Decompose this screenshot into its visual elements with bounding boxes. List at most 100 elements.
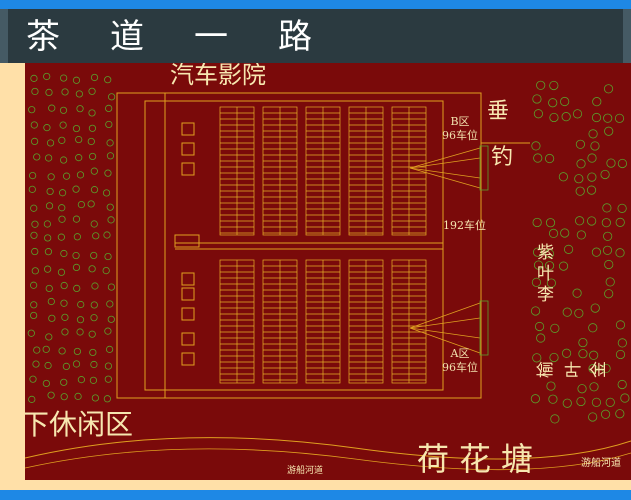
tree-symbol: [44, 265, 52, 273]
tree-symbol: [57, 233, 65, 241]
tree-symbol: [601, 218, 611, 228]
zone-a-capacity: 96车位: [442, 361, 478, 374]
tree-symbol: [590, 141, 600, 151]
tree-symbol: [562, 398, 572, 408]
tree-symbol: [43, 124, 51, 132]
tree-symbol: [560, 96, 570, 107]
tree-symbol: [72, 76, 81, 84]
tree-symbol: [33, 153, 41, 161]
fishing-char-2: 钓: [491, 145, 514, 170]
kiosk-box: [181, 287, 195, 301]
tree-symbol: [48, 104, 56, 112]
site-plan-canvas[interactable]: 汽车影院 B区 96车位 192车位 A区 96车位 垂 钓 紫 叶 李 金 叶…: [25, 63, 631, 480]
road-char: 茶: [26, 17, 110, 57]
tree-symbol: [601, 363, 611, 374]
tree-symbol: [76, 316, 85, 324]
tree-symbol: [88, 265, 96, 273]
tree-symbol: [88, 330, 96, 338]
tree-symbol: [30, 301, 38, 309]
bamboo-label-char-3: 榆: [536, 361, 556, 378]
tree-symbol: [572, 288, 582, 298]
tree-symbol: [74, 392, 82, 400]
tree-symbol: [90, 167, 98, 175]
tree-symbol: [544, 153, 555, 164]
tree-symbol: [549, 352, 559, 363]
tree-symbol: [107, 283, 116, 291]
tree-symbol: [30, 74, 38, 82]
tree-symbol: [59, 189, 67, 197]
tree-symbol: [45, 202, 54, 210]
pond-label: 荷花塘: [417, 440, 544, 478]
tree-symbol: [536, 333, 546, 343]
tree-symbol: [615, 248, 625, 258]
tree-symbol: [30, 121, 38, 129]
tree-symbol: [30, 204, 38, 212]
tree-symbol: [30, 281, 38, 289]
tree-symbol: [546, 381, 556, 391]
kiosk-box: [181, 332, 195, 346]
tree-symbol: [106, 203, 114, 211]
tree-symbol: [107, 315, 115, 323]
tree-symbol: [591, 397, 602, 407]
tree-symbol: [76, 328, 84, 336]
tree-label-char-2: 叶: [537, 264, 554, 284]
tree-symbol: [87, 137, 95, 146]
canvas-bottom-margin: [25, 480, 631, 490]
tree-symbol: [532, 94, 542, 104]
tree-symbol: [46, 139, 55, 147]
tree-symbol: [548, 394, 558, 404]
parking-grid: [219, 106, 427, 384]
tree-symbol: [577, 384, 587, 394]
tree-symbol: [590, 303, 600, 313]
tree-symbol: [604, 259, 614, 270]
tree-symbol: [75, 90, 83, 98]
tree-symbol: [561, 112, 571, 122]
bamboo-label-char-1: 金: [589, 361, 609, 378]
tree-symbols-right: [530, 80, 630, 424]
entrance-box: [174, 234, 200, 248]
service-kiosks: [174, 122, 200, 366]
tree-symbol: [61, 328, 69, 336]
tree-symbol: [530, 306, 541, 316]
fishing-char-1: 垂: [487, 99, 510, 124]
tree-symbol: [72, 215, 81, 223]
tree-symbol: [58, 204, 66, 212]
tree-symbol: [578, 349, 588, 359]
tree-symbol: [77, 376, 86, 384]
zone-b-name: B区: [450, 115, 470, 128]
total-capacity-label: 192车位: [443, 219, 486, 232]
tree-symbol: [574, 174, 584, 184]
tree-symbol: [31, 267, 39, 275]
site-boundary: [116, 92, 530, 399]
road-label: 茶道一路: [26, 9, 623, 58]
tree-symbol: [605, 277, 615, 287]
tree-symbol: [104, 252, 112, 261]
tree-symbol: [104, 375, 112, 383]
tree-symbol: [33, 346, 41, 354]
tree-symbol: [72, 124, 81, 133]
tree-symbol: [59, 106, 68, 114]
tree-symbol: [31, 137, 39, 146]
tree-symbol: [603, 84, 614, 94]
tree-symbol: [75, 135, 83, 144]
pond-edge: [25, 437, 631, 460]
tree-symbol: [600, 409, 611, 419]
tree-symbol: [58, 347, 66, 355]
tree-symbol: [544, 261, 555, 271]
tree-symbol: [534, 321, 545, 332]
tree-symbol: [106, 300, 114, 308]
tree-symbol: [550, 323, 560, 333]
tree-symbol: [76, 171, 85, 179]
tree-symbol: [90, 186, 99, 194]
tree-label-char-1: 紫: [537, 243, 554, 263]
tree-symbol: [103, 231, 111, 239]
tree-symbol: [73, 284, 81, 292]
tree-symbol: [589, 382, 599, 392]
tree-symbol: [617, 379, 627, 390]
tree-symbol: [30, 231, 38, 239]
road-char: 一: [194, 17, 278, 57]
tree-symbol: [104, 76, 112, 84]
kiosk-box: [181, 162, 195, 176]
tree-symbol: [42, 379, 50, 388]
tree-symbol: [60, 74, 68, 82]
